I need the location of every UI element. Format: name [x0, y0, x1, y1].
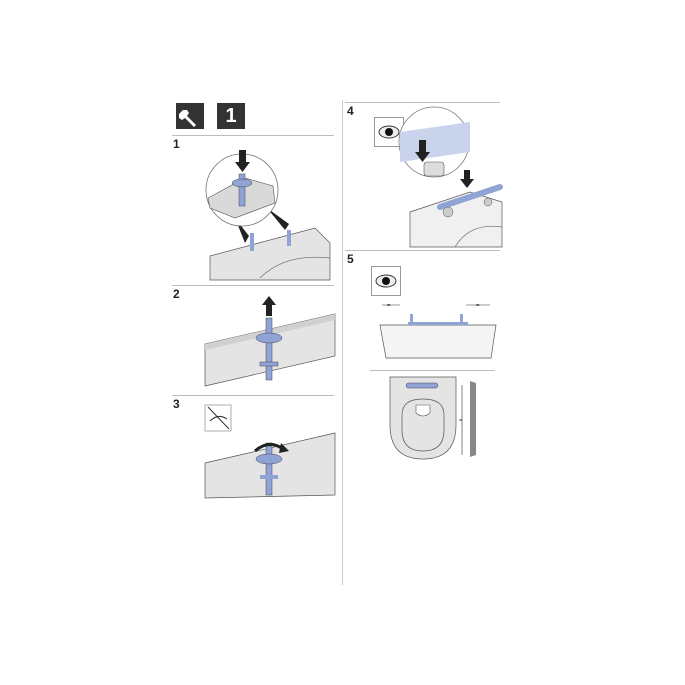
step-number: 1: [173, 137, 180, 151]
wrench-icon: [176, 103, 204, 129]
divider: [370, 370, 495, 371]
tool-count-badge: 1: [217, 103, 245, 129]
divider: [172, 395, 334, 396]
divider: [345, 102, 500, 103]
divider: [172, 135, 334, 136]
step-number: 3: [173, 397, 180, 411]
eye-icon: [374, 117, 404, 147]
step-number: 5: [347, 252, 354, 266]
equal-mark: =: [476, 303, 480, 309]
step-5-top-view: =: [389, 376, 476, 460]
step-2-illustration: [204, 296, 336, 387]
step-5-side-view: = =: [379, 303, 497, 359]
step-1-illustration: [205, 150, 331, 281]
step-number: 2: [173, 287, 180, 301]
step-4-illustration: [398, 106, 503, 248]
tool-count: 1: [225, 104, 237, 127]
step-number: 4: [347, 104, 354, 118]
eye-icon: [371, 266, 401, 296]
equal-mark: =: [459, 418, 463, 424]
vertical-divider: [342, 100, 343, 585]
divider: [172, 285, 334, 286]
step-3-illustration: [204, 404, 336, 499]
equal-mark: =: [387, 303, 391, 309]
divider: [345, 250, 500, 251]
